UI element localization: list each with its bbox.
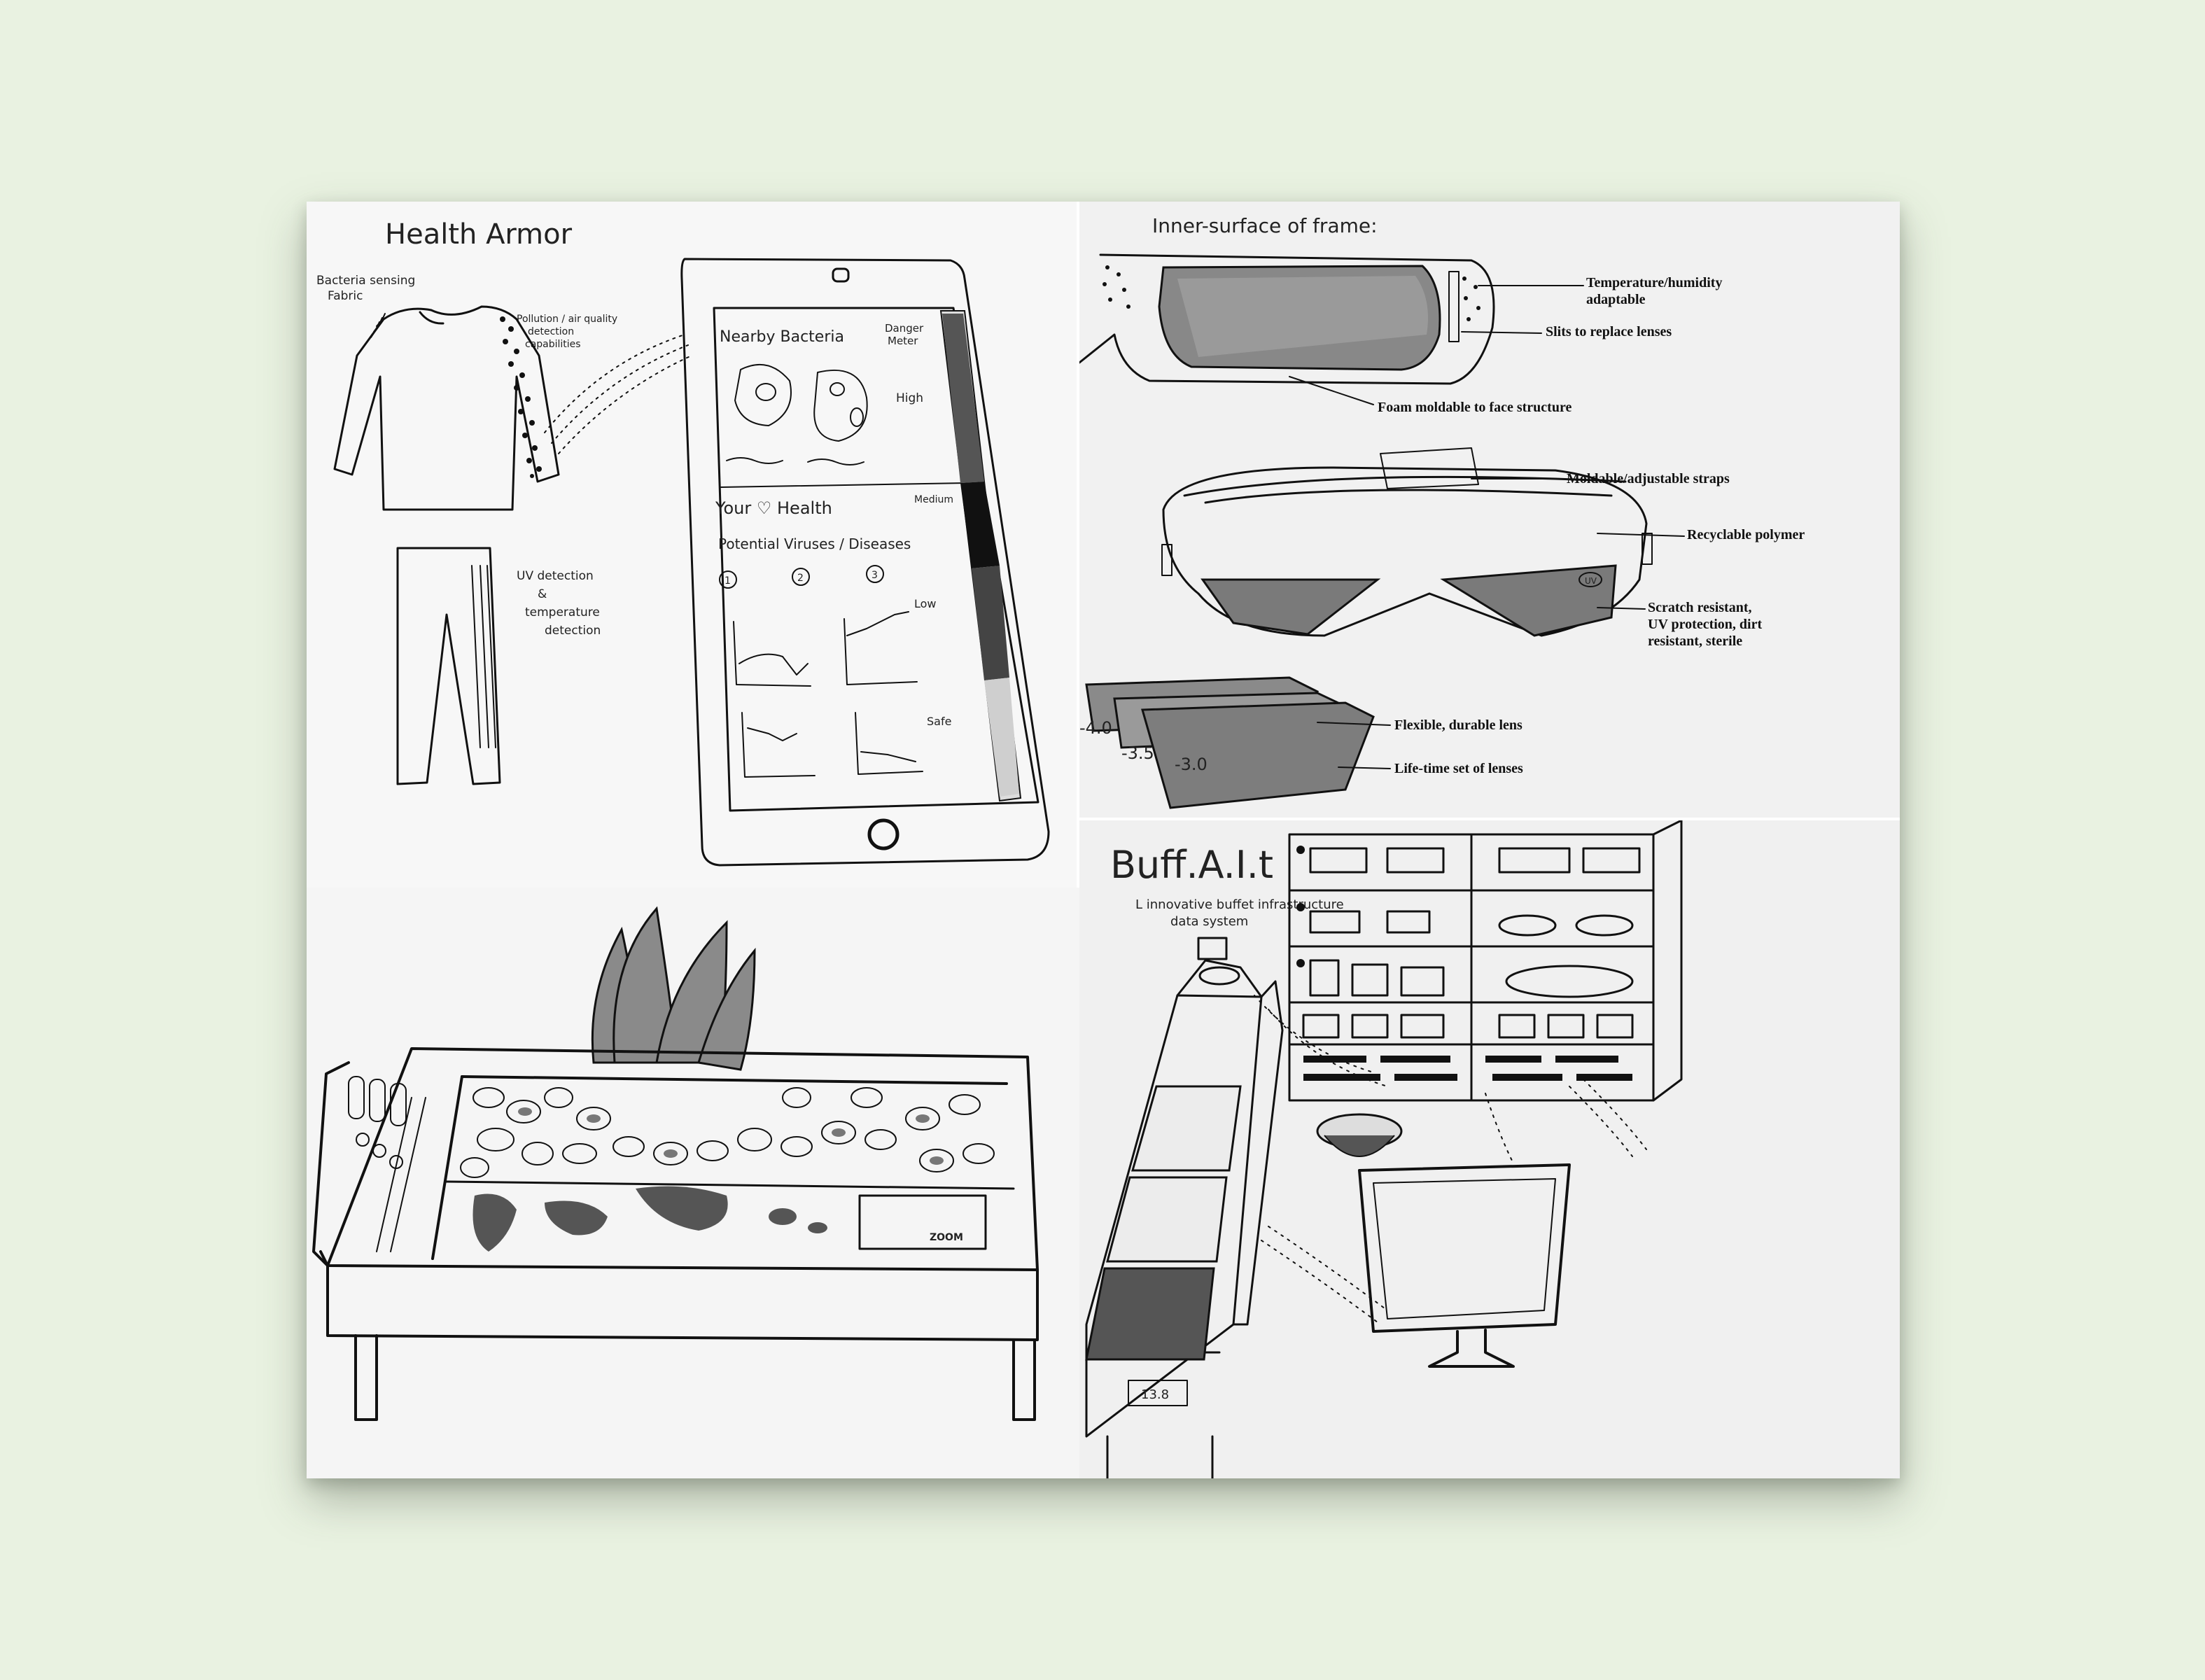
label-fabric-2: Fabric (328, 289, 363, 303)
fire-rocks (461, 1088, 994, 1177)
goggles-sketch: Inner-surface of frame: Temperature/humi… (1079, 202, 1900, 818)
label-uv-1: UV detection (517, 569, 594, 583)
callout-scratch-1: Scratch resistant, (1648, 600, 1752, 615)
label-uv-3: temperature (525, 606, 600, 620)
callout-slits: Slits to replace lenses (1546, 324, 1672, 340)
zoom-label: ZOOM (930, 1232, 963, 1243)
callout-lifetime: Life-time set of lenses (1394, 761, 1523, 776)
uv-badge: UV (1585, 576, 1597, 586)
table-map (473, 1186, 828, 1252)
inner-surface-title: Inner-surface of frame: (1152, 214, 1378, 237)
callout-flexible: Flexible, durable lens (1394, 718, 1522, 733)
buffet-subtitle-1: L innovative buffet infrastructure (1135, 897, 1344, 912)
phone-mini-charts (734, 612, 923, 777)
lens-set (1086, 678, 1373, 808)
disease-item-2: 2 (797, 573, 804, 584)
phone-high: High (896, 391, 923, 405)
table-controls (349, 1077, 426, 1252)
panel-health-armor: Health Armor Bacteria sensing Fabric Pol… (307, 202, 1077, 888)
fire-table (314, 1049, 1037, 1420)
disease-item-3: 3 (872, 570, 878, 581)
buffet-sketch: Buff.A.I.t L innovative buffet infrastru… (1079, 820, 1900, 1478)
phone-safe: Safe (927, 715, 951, 728)
bacteria-cells (727, 365, 867, 465)
bacteria-shirt (335, 307, 559, 510)
callout-temp-2: adaptable (1586, 292, 1646, 307)
health-armor-sketch: Health Armor Bacteria sensing Fabric Pol… (307, 202, 1077, 888)
signal-lines (545, 335, 692, 454)
label-uv-4: detection (545, 624, 601, 638)
phone-medium: Medium (914, 494, 953, 505)
callout-temp-1: Temperature/humidity (1586, 275, 1722, 290)
goggle-inner-frame (1079, 255, 1494, 384)
phone-potential: Potential Viruses / Diseases (718, 536, 911, 552)
label-fabric-1: Bacteria sensing (316, 274, 415, 288)
fire-table-sketch: ZOOM (307, 888, 1079, 1478)
phone-nearby-bacteria: Nearby Bacteria (720, 328, 844, 346)
label-pollution-1: Pollution / air quality (517, 314, 617, 325)
uv-pants (398, 548, 500, 784)
price-display (1198, 938, 1226, 959)
lens-power-3: -3.0 (1175, 755, 1208, 774)
label-pollution-2: detection (528, 326, 574, 337)
bowl (1317, 1114, 1401, 1156)
buffet-title: Buff.A.I.t (1110, 843, 1273, 887)
buffet-subtitle-2: data system (1170, 914, 1248, 929)
rock-spots (518, 1107, 944, 1165)
lens-power-1: -4.0 (1079, 718, 1112, 738)
callout-scratch-2: UV protection, dirt (1648, 617, 1762, 632)
shelf-labels (1296, 846, 1632, 1081)
sketch-sheet: Health Armor Bacteria sensing Fabric Pol… (307, 202, 1900, 1478)
phone-danger-1: Danger (885, 322, 924, 335)
callout-polymer: Recyclable polymer (1687, 527, 1805, 542)
panel-goggles: Inner-surface of frame: Temperature/humi… (1079, 202, 1900, 818)
panel-buffet: Buff.A.I.t L innovative buffet infrastru… (1079, 820, 1900, 1478)
callout-straps: Moldable/adjustable straps (1567, 471, 1730, 486)
phone-danger-2: Meter (888, 335, 918, 347)
disease-item-1: 1 (724, 575, 731, 587)
lens-power-2: -3.5 (1121, 743, 1154, 763)
callout-foam: Foam moldable to face structure (1378, 400, 1572, 415)
health-armor-title: Health Armor (385, 218, 573, 251)
flames (592, 909, 755, 1070)
label-uv-2: & (538, 587, 547, 601)
monitor (1359, 1165, 1569, 1366)
zoom-panel (860, 1196, 986, 1249)
phone-low: Low (914, 597, 937, 610)
price-tag-text: 13.8 (1141, 1387, 1169, 1402)
callout-scratch-3: resistant, sterile (1648, 634, 1742, 649)
buffet-trays (1086, 1086, 1240, 1359)
phone-your-health: Your ♡ Health (715, 498, 832, 518)
panel-fire-table: ZOOM (307, 888, 1079, 1478)
